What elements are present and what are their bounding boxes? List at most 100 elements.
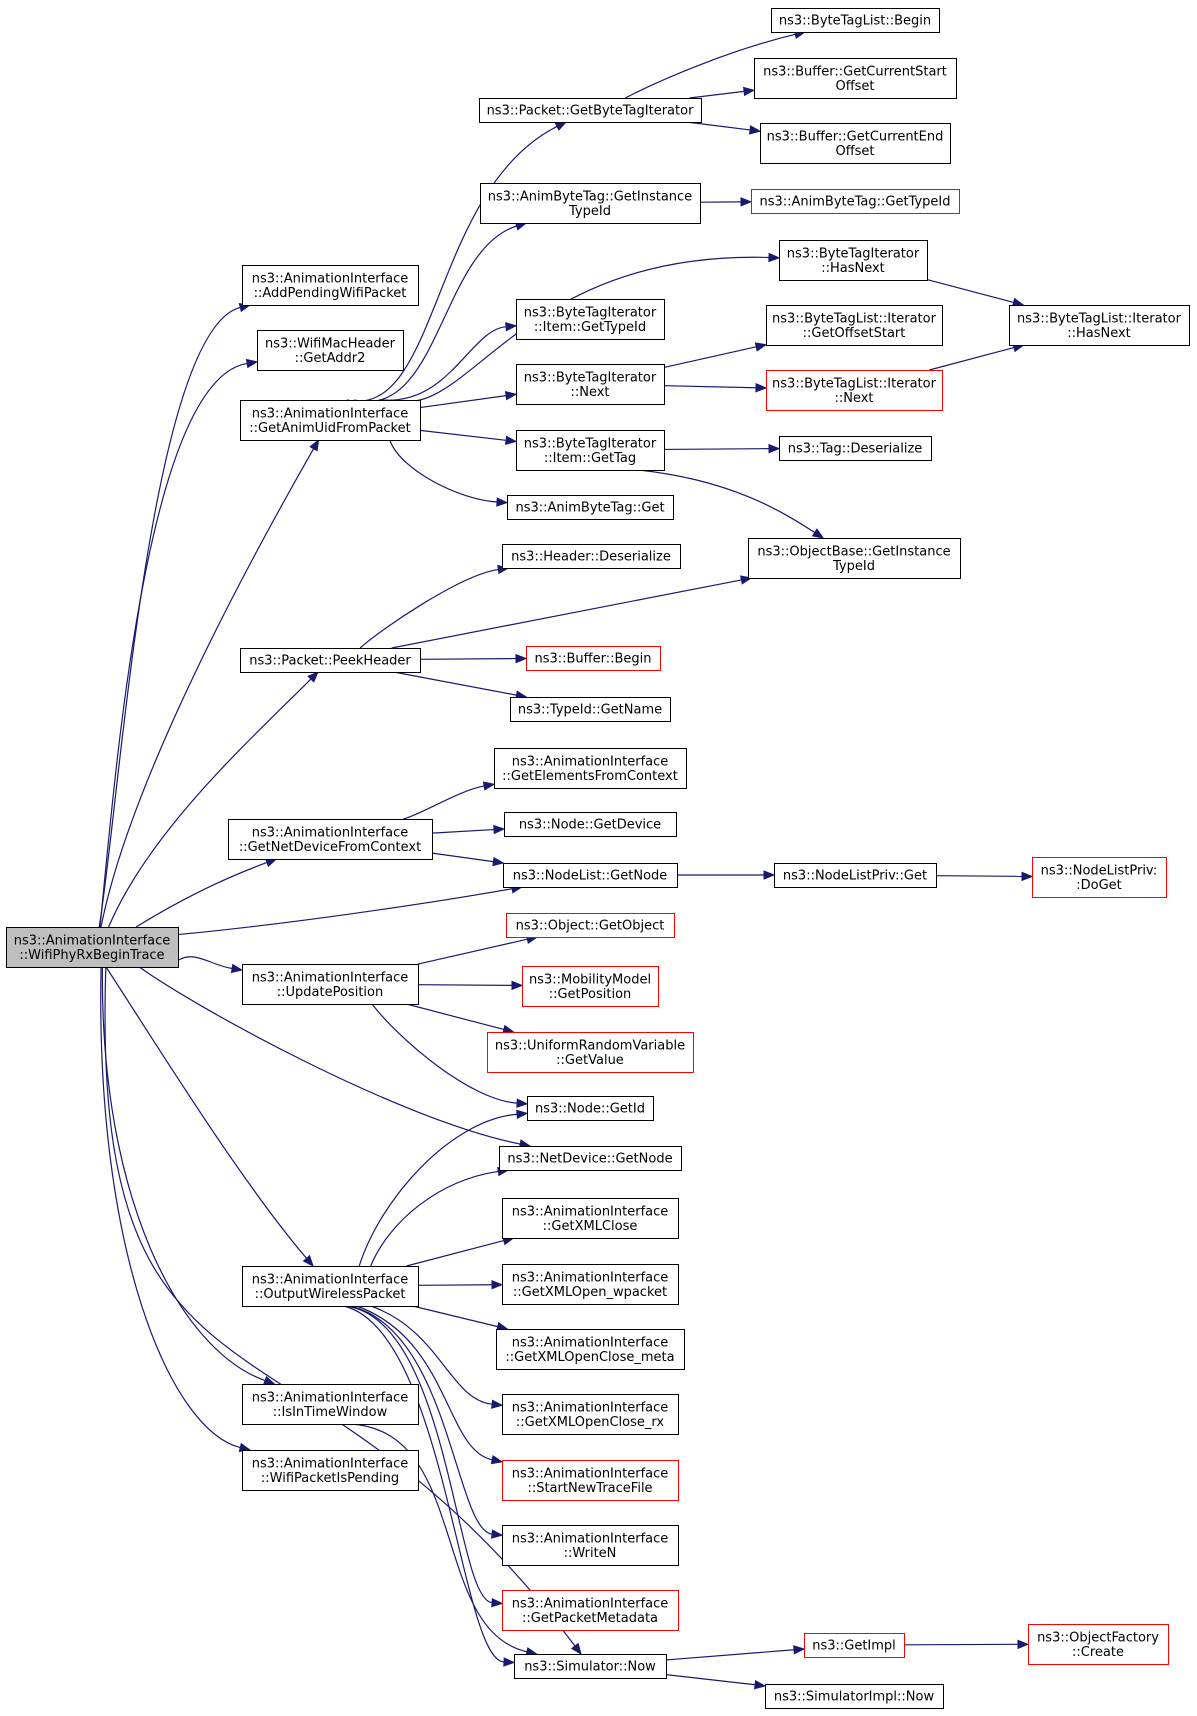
function-node-label: ns3::Simulator::Now — [524, 1660, 656, 1675]
function-node-label: ::GetOffsetStart — [803, 326, 906, 341]
function-node-isInTime[interactable]: ns3::AnimationInterface::IsInTimeWindow — [242, 1384, 419, 1425]
call-edge-getAnimUid-to-btiNext — [419, 390, 518, 409]
function-node-peekHeader[interactable]: ns3::Packet::PeekHeader — [240, 648, 421, 673]
function-node-getAddr2[interactable]: ns3::WifiMacHeader::GetAddr2 — [257, 330, 404, 371]
call-edge-getByteTagIt-to-bufGetEnd — [686, 121, 762, 135]
function-node-startNewTrace[interactable]: ns3::AnimationInterface::StartNewTraceFi… — [502, 1460, 679, 1501]
function-node-label: ::WriteN — [564, 1546, 617, 1561]
call-edge-line — [100, 448, 315, 928]
function-node-box — [751, 189, 960, 214]
call-edge-line — [353, 225, 517, 403]
function-node-nodeGetDevice[interactable]: ns3::Node::GetDevice — [504, 812, 677, 837]
call-edge-line — [638, 469, 816, 534]
function-node-getElements[interactable]: ns3::AnimationInterface::GetElementsFrom… — [494, 748, 687, 789]
function-node-objGetObject[interactable]: ns3::Object::GetObject — [506, 913, 675, 938]
function-node-label: ::HasNext — [1067, 326, 1131, 341]
function-node-mobGetPos[interactable]: ns3::MobilityModel::GetPosition — [522, 966, 659, 1007]
function-node-nodeListGetNode[interactable]: ns3::NodeList::GetNode — [503, 863, 678, 888]
function-node-label: ns3::Buffer::Begin — [534, 652, 651, 667]
function-node-label: ns3::AnimationInterface — [252, 825, 409, 840]
function-node-animGetTypeId[interactable]: ns3::AnimByteTag::GetTypeId — [751, 189, 960, 214]
call-edge-btiNext-to-btlItOffset — [663, 342, 768, 369]
function-node-getPacketMeta[interactable]: ns3::AnimationInterface::GetPacketMetada… — [502, 1590, 679, 1631]
function-node-box — [766, 305, 943, 346]
function-node-nodeListPrivGet[interactable]: ns3::NodeListPriv::Get — [774, 863, 937, 888]
function-node-box — [804, 1633, 905, 1658]
function-node-itemGetTag[interactable]: ns3::ByteTagIterator::Item::GetTag — [516, 430, 665, 471]
function-node-label: ns3::AnimationInterface — [14, 933, 171, 948]
function-node-tagDeser[interactable]: ns3::Tag::Deserialize — [779, 436, 932, 461]
function-node-label: ns3::AnimationInterface — [252, 406, 409, 421]
call-edges — [98, 29, 1034, 1690]
function-node-getImpl[interactable]: ns3::GetImpl — [804, 1633, 905, 1658]
function-node-nodeGetId[interactable]: ns3::Node::GetId — [527, 1096, 654, 1121]
function-node-addPending[interactable]: ns3::AnimationInterface::AddPendingWifiP… — [242, 265, 419, 306]
function-node-outputWireless[interactable]: ns3::AnimationInterface::OutputWirelessP… — [242, 1266, 419, 1307]
call-edge-root-to-getNetDevice — [135, 858, 278, 928]
function-node-btlBegin[interactable]: ns3::ByteTagList::Begin — [771, 8, 940, 33]
function-node-box — [502, 1264, 679, 1305]
function-node-box — [242, 1384, 419, 1425]
function-node-xmlOCRx[interactable]: ns3::AnimationInterface::GetXMLOpenClose… — [502, 1394, 679, 1435]
function-node-label: ns3::ByteTagIterator — [524, 436, 657, 451]
call-edge-nodeListPrivGet-to-nodeListPrivDoGet — [935, 871, 1034, 882]
function-node-label: ns3::AnimationInterface — [512, 754, 669, 769]
function-node-box — [494, 748, 687, 789]
function-node-headerDeser[interactable]: ns3::Header::Deserialize — [502, 544, 681, 569]
function-node-uniformGetValue[interactable]: ns3::UniformRandomVariable::GetValue — [487, 1032, 694, 1073]
function-node-xmlOCMeta[interactable]: ns3::AnimationInterface::GetXMLOpenClose… — [496, 1329, 685, 1370]
arrowhead-icon — [491, 1529, 504, 1539]
function-node-itemGetTypeId[interactable]: ns3::ByteTagIterator::Item::GetTypeId — [516, 299, 665, 340]
function-node-box — [774, 863, 937, 888]
function-node-updatePos[interactable]: ns3::AnimationInterface::UpdatePosition — [242, 964, 419, 1005]
function-node-box — [242, 964, 419, 1005]
function-node-xmlOpenW[interactable]: ns3::AnimationInterface::GetXMLOpen_wpac… — [502, 1264, 679, 1305]
arrowhead-icon — [493, 824, 506, 835]
function-node-getNetDevice[interactable]: ns3::AnimationInterface::GetNetDeviceFro… — [228, 819, 433, 860]
arrowhead-icon — [482, 781, 496, 791]
function-node-label: ns3::AnimationInterface — [512, 1400, 669, 1415]
function-node-simImplNow[interactable]: ns3::SimulatorImpl::Now — [765, 1684, 944, 1709]
function-node-objFactCreate[interactable]: ns3::ObjectFactory::Create — [1028, 1624, 1169, 1665]
function-node-writeN[interactable]: ns3::AnimationInterface::WriteN — [502, 1525, 679, 1566]
function-node-label: ::IsInTimeWindow — [273, 1405, 388, 1420]
function-node-label: ns3::ByteTagList::Iterator — [772, 311, 937, 326]
call-edge-line — [929, 346, 1015, 371]
function-node-wifiPending[interactable]: ns3::AnimationInterface::WifiPacketIsPen… — [242, 1450, 419, 1491]
call-edge-updatePos-to-uniformGetValue — [406, 1003, 515, 1034]
function-node-getAnimUid[interactable]: ns3::AnimationInterface::GetAnimUidFromP… — [240, 400, 421, 441]
function-node-btiNext[interactable]: ns3::ByteTagIterator::Next — [516, 364, 665, 405]
function-node-label: ns3::AnimationInterface — [512, 1335, 669, 1350]
function-node-box — [240, 648, 421, 673]
function-node-btlItOffset[interactable]: ns3::ByteTagList::Iterator::GetOffsetSta… — [766, 305, 943, 346]
function-node-btlItNext[interactable]: ns3::ByteTagList::Iterator::Next — [766, 370, 943, 411]
function-node-label: ns3::SimulatorImpl::Now — [774, 1690, 935, 1705]
function-node-getByteTagIt[interactable]: ns3::Packet::GetByteTagIterator — [479, 98, 702, 123]
function-node-btiHasNext[interactable]: ns3::ByteTagIterator::HasNext — [779, 240, 928, 281]
function-node-xmlClose[interactable]: ns3::AnimationInterface::GetXMLClose — [502, 1198, 679, 1239]
function-node-animGet[interactable]: ns3::AnimByteTag::Get — [507, 495, 674, 520]
function-node-label: ns3::AnimationInterface — [512, 1270, 669, 1285]
function-node-simNow[interactable]: ns3::Simulator::Now — [514, 1654, 667, 1679]
function-node-netDevGetNode[interactable]: ns3::NetDevice::GetNode — [499, 1146, 682, 1171]
function-node-label: ::GetXMLOpen_wpacket — [513, 1285, 667, 1300]
function-node-btlItHasNext[interactable]: ns3::ByteTagList::Iterator::HasNext — [1009, 305, 1190, 346]
function-node-box — [480, 183, 701, 224]
call-edge-line — [431, 852, 494, 863]
function-node-nodeListPrivDoGet[interactable]: ns3::NodeListPriv::DoGet — [1032, 857, 1167, 898]
arrowhead-icon — [754, 342, 768, 352]
function-node-root[interactable]: ns3::AnimationInterface::WifiPhyRxBeginT… — [6, 927, 179, 968]
function-node-typeIdGetName[interactable]: ns3::TypeId::GetName — [510, 697, 671, 722]
call-edge-line — [359, 568, 499, 649]
function-node-bufferBegin[interactable]: ns3::Buffer::Begin — [526, 646, 661, 671]
function-node-box — [766, 370, 943, 411]
call-edge-getImpl-to-objFactCreate — [903, 1639, 1030, 1650]
call-edge-root-to-wifiPending — [100, 966, 252, 1453]
function-node-box — [779, 436, 932, 461]
function-node-label: ::WifiPhyRxBeginTrace — [19, 948, 164, 963]
arrowhead-icon — [492, 856, 505, 867]
